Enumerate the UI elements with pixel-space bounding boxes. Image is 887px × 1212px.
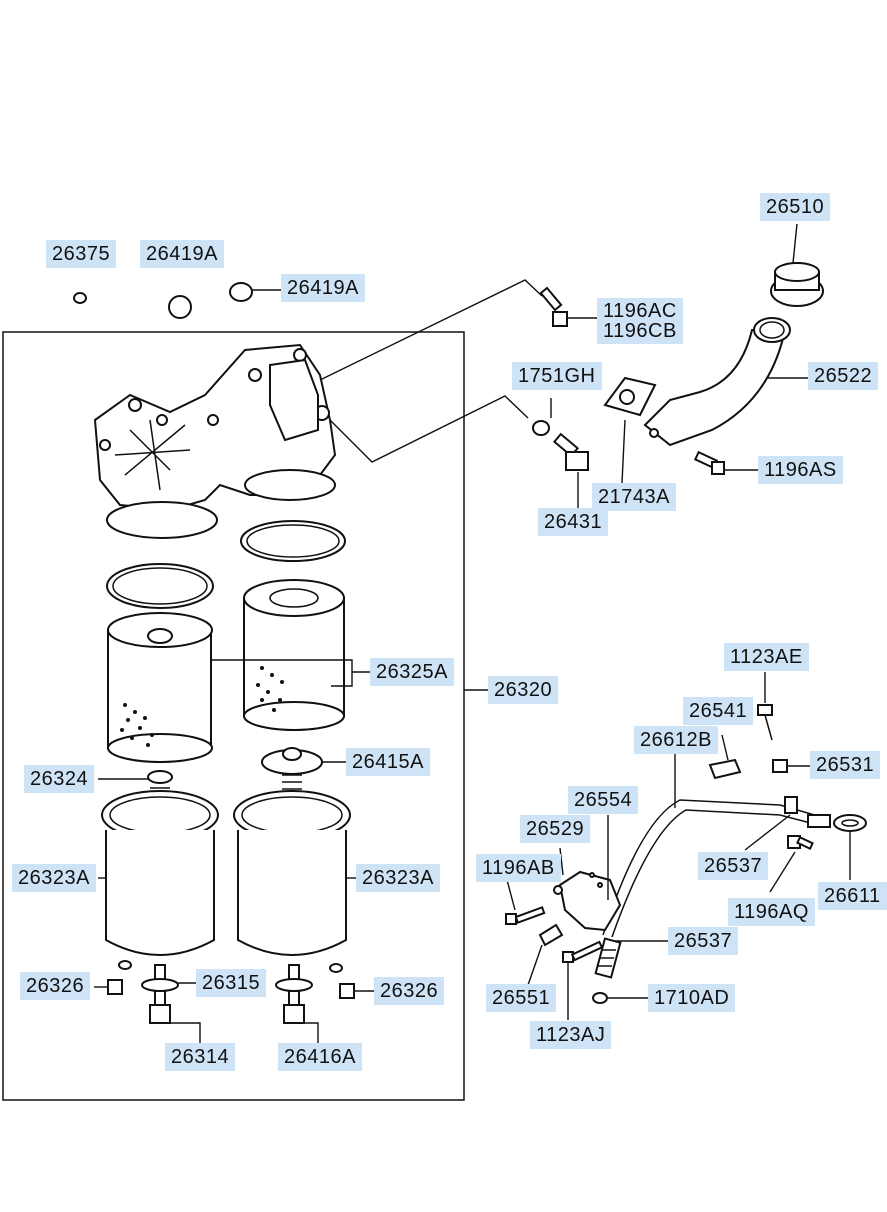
label-1123AE: 1123AE [724,643,809,671]
filler-cap-26510 [770,262,824,307]
bolt-1196AC [539,286,568,327]
label-26529: 26529 [520,815,591,843]
sensor-26431 [552,432,589,471]
label-26522: 26522 [808,362,879,390]
o-ring-1710AD [592,992,608,1004]
washer-26551 [538,923,564,947]
filter-element-left [107,612,213,763]
plug-right [339,983,355,999]
label-21743A: 21743A [592,483,676,511]
bolt-1123AE [757,704,773,741]
filter-bowl-right [233,790,351,956]
bolt-1196AQ [787,835,814,851]
gasket-left [106,563,214,609]
filter-head [93,343,337,539]
label-26326-a: 26326 [20,972,91,1000]
bolt-1123AJ [562,940,604,963]
o-ring-1751GH [532,420,550,436]
o-ring-small [73,292,87,304]
label-26611: 26611 [818,882,887,910]
label-26510: 26510 [760,193,831,221]
label-26314: 26314 [165,1043,236,1071]
label-26375: 26375 [46,240,117,268]
label-1196AQ: 1196AQ [728,898,815,926]
cover-26529 [553,870,622,932]
label-26431: 26431 [538,508,609,536]
label-26324: 26324 [24,765,95,793]
label-26612B: 26612B [634,726,718,754]
label-1123AJ: 1123AJ [530,1021,612,1049]
drain-bolt-left [141,964,179,1024]
label-26541: 26541 [683,697,754,725]
bracket-26541 [708,758,742,780]
bolt-1196AS [693,450,725,475]
label-26537-a: 26537 [698,852,769,880]
label-26325A: 26325A [370,658,454,686]
label-26416A: 26416A [278,1043,362,1071]
label-1751GH: 1751GH [512,362,602,390]
assembly-frame [2,331,465,1101]
label-26326-b: 26326 [374,977,445,1005]
label-26551: 26551 [486,984,557,1012]
label-26554: 26554 [568,786,639,814]
label-1196AC-1196CB: 1196AC 1196CB [597,298,683,344]
label-26315: 26315 [196,969,267,997]
tube-end-26537 [594,937,622,979]
filter-bowl-left [101,790,219,956]
filter-element-right [243,579,345,731]
label-26419A-a: 26419A [140,240,224,268]
bolt-1196AB [505,906,546,925]
label-26323A-a: 26323A [12,864,96,892]
sleeve-26531 [772,759,788,773]
clamp-26537 [784,796,798,814]
label-1710AD: 1710AD [648,984,736,1012]
gasket-right [240,520,346,562]
label-26323A-b: 26323A [356,864,440,892]
o-ring-medium [168,295,192,319]
label-26415A: 26415A [346,748,430,776]
label-26419A-b: 26419A [281,274,365,302]
dipstick-guide-26612B [602,799,867,938]
label-26320: 26320 [488,676,559,704]
label-1196AS: 1196AS [758,456,843,484]
oil-filler-pipe-26522 [643,317,791,447]
label-26537-b: 26537 [668,927,739,955]
drain-bolt-right [275,964,313,1024]
label-26531: 26531 [810,751,881,779]
o-ring-medium-b [229,282,253,302]
plug-left [107,979,123,995]
label-1196AB: 1196AB [476,854,561,882]
